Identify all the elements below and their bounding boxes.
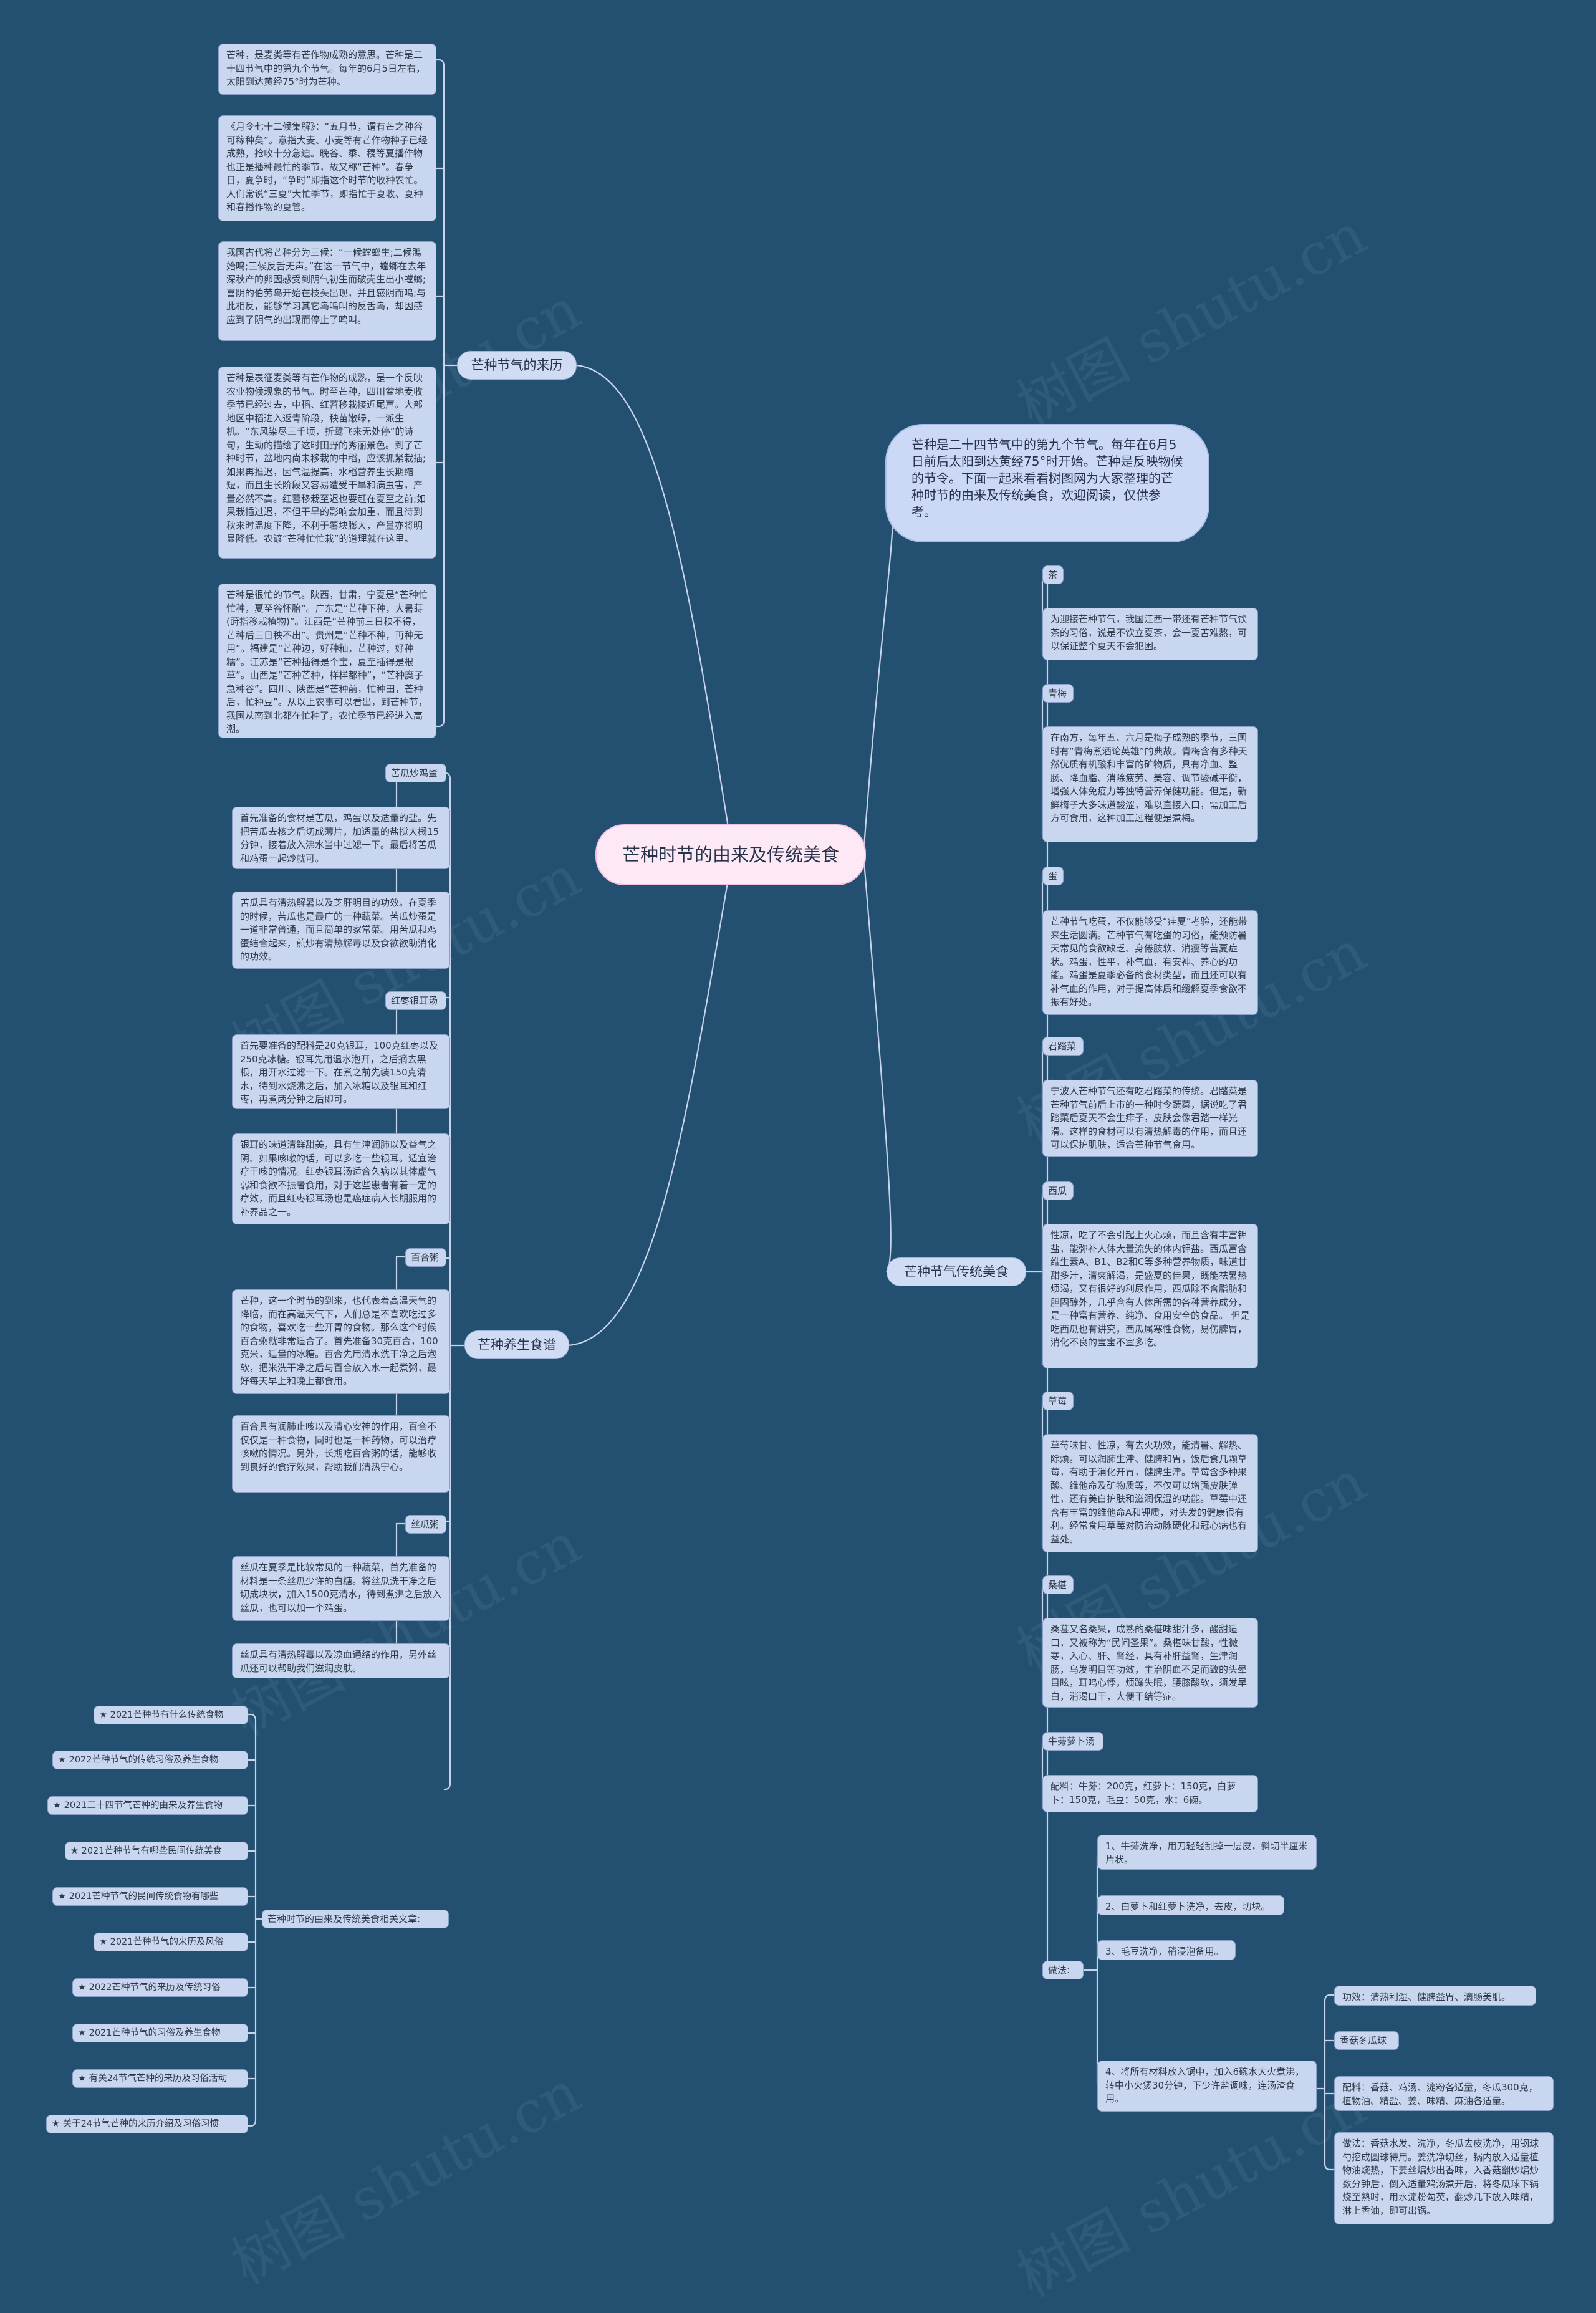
- food-tag[interactable]: 蛋: [1042, 867, 1064, 885]
- root-topic[interactable]: 芒种时节的由来及传统美食: [595, 824, 866, 885]
- related-article-link[interactable]: ★ 2022芒种节气的传统习俗及养生食物: [52, 1751, 248, 1769]
- recipe-tag[interactable]: 丝瓜粥: [405, 1515, 446, 1534]
- origin-paragraph: 芒种，是麦类等有芒作物成熟的意思。芒种是二十四节气中的第九个节气。每年的6月5日…: [218, 44, 436, 95]
- food-paragraph: 为迎接芒种节气，我国江西一带还有芒种节气饮茶的习俗，说是不饮立夏茶，会一夏苦难熬…: [1042, 608, 1258, 660]
- recipe-method-label[interactable]: 做法:: [1042, 1961, 1084, 1979]
- recipe-ingredients: 配料：香菇、鸡汤、淀粉各适量，冬瓜300克，植物油、精盐、姜、味精、麻油各适量。: [1334, 2076, 1554, 2111]
- related-article-link[interactable]: ★ 关于24节气芒种的来历介绍及习俗习惯: [46, 2115, 248, 2133]
- recipe-paragraph: 首先要准备的配料是20克银耳，100克红枣以及250克冰糖。银耳先用温水泡开，之…: [232, 1034, 450, 1109]
- branch-origin[interactable]: 芒种节气的来历: [457, 351, 577, 380]
- origin-paragraph: 我国古代将芒种分为三候：“一候螳螂生;二候鵙始鸣;三候反舌无声。”在这一节气中，…: [218, 241, 436, 341]
- food-paragraph: 桑葚又名桑果，成熟的桑椹味甜汁多，酸甜适口，又被称为“民间圣果”。桑椹味甘酸，性…: [1042, 1618, 1258, 1708]
- food-paragraph: 草莓味甘、性凉，有去火功效，能清暑、解热、除烦。可以润肺生津、健脾和胃，饭后食几…: [1042, 1434, 1258, 1552]
- origin-paragraph: 芒种是表征麦类等有芒作物的成熟，是一个反映农业物候现象的节气。时至芒种，四川盆地…: [218, 367, 436, 559]
- related-article-link[interactable]: ★ 2021芒种节有什么传统食物: [94, 1706, 248, 1724]
- recipe-paragraph: 芒种，这一个时节的到来，也代表着高温天气的降临，而在高温天气下，人们总是不喜欢吃…: [232, 1289, 450, 1394]
- recipe-effect: 功效：清热利湿、健脾益胃、滴肠美肌。: [1334, 1986, 1536, 2006]
- related-articles-label[interactable]: 芒种时节的由来及传统美食相关文章:: [262, 1910, 449, 1928]
- food-tag[interactable]: 西瓜: [1042, 1181, 1074, 1200]
- branch-traditional-food[interactable]: 芒种节气传统美食: [887, 1257, 1026, 1286]
- related-article-link[interactable]: ★ 2021芒种节气的民间传统食物有哪些: [52, 1887, 248, 1906]
- intro-summary[interactable]: 芒种是二十四节气中的第九个节气。每年在6月5日前后太阳到达黄经75°时开始。芒种…: [885, 424, 1209, 542]
- food-tag[interactable]: 桑椹: [1042, 1575, 1074, 1594]
- recipe-ingredients: 配料：牛蒡：200克，红萝卜：150克，白萝卜：150克，毛豆：50克，水：6碗…: [1042, 1775, 1258, 1812]
- related-article-link[interactable]: ★ 2021芒种节气有哪些民间传统美食: [65, 1842, 248, 1860]
- origin-paragraph: 《月令七十二候集解》：“五月节，谓有芒之种谷可稼种矣”。意指大麦、小麦等有芒作物…: [218, 115, 436, 221]
- food-tag[interactable]: 茶: [1042, 565, 1064, 584]
- recipe-step: 2、白萝卜和红萝卜洗净，去皮，切块。: [1097, 1895, 1284, 1915]
- food-tag[interactable]: 草莓: [1042, 1392, 1074, 1410]
- recipe-step: 4、将所有材料放入锅中，加入6碗水大火煮沸，转中小火煲30分钟，下少许盐调味，连…: [1097, 2061, 1317, 2112]
- recipe-paragraph: 苦瓜具有清热解暑以及芝肝明目的功效。在夏季的时候，苦瓜也是最广的一种蔬菜。苦瓜炒…: [232, 892, 450, 969]
- recipe-paragraph: 银耳的味道清鲜甜美，具有生津润肺以及益气之阴、如果咳嗽的话，可以多吃一些银耳。适…: [232, 1133, 450, 1224]
- related-article-link[interactable]: ★ 2022芒种节气的来历及传统习俗: [72, 1978, 248, 1997]
- recipe-tag[interactable]: 红枣银耳汤: [385, 991, 446, 1010]
- recipe-method: 做法：香菇水发、洗净，冬瓜去皮洗净，用钢球勺挖成圆球待用。姜洗净切丝，锅内放入适…: [1334, 2132, 1554, 2224]
- recipe-paragraph: 丝瓜具有清热解毒以及凉血通络的作用，另外丝瓜还可以帮助我们滋润皮肤。: [232, 1643, 450, 1678]
- recipe-tag[interactable]: 香菇冬瓜球: [1334, 2031, 1399, 2050]
- related-article-link[interactable]: ★ 2021芒种节气的习俗及养生食物: [72, 2024, 248, 2042]
- recipe-step: 3、毛豆洗净，稍浸泡备用。: [1097, 1940, 1236, 1960]
- food-tag[interactable]: 君踏菜: [1042, 1037, 1084, 1056]
- food-paragraph: 在南方，每年五、六月是梅子成熟的季节，三国时有“青梅煮酒论英雄”的典故。青梅含有…: [1042, 726, 1258, 842]
- branch-health-recipes[interactable]: 芒种养生食谱: [464, 1330, 569, 1359]
- recipe-step: 1、牛蒡洗净，用刀轻轻刮掉一层皮，斜切半厘米片状。: [1097, 1835, 1317, 1870]
- recipe-tag[interactable]: 苦瓜炒鸡蛋: [385, 764, 446, 782]
- origin-paragraph: 芒种是很忙的节气。陕西，甘肃，宁夏是“芒种忙忙种，夏至谷怀胎”。广东是“芒种下种…: [218, 584, 436, 738]
- recipe-paragraph: 百合具有润肺止咳以及清心安神的作用，百合不仅仅是一种食物，同时也是一种药物，可以…: [232, 1415, 450, 1493]
- food-paragraph: 性凉，吃了不会引起上火心烦，而且含有丰富钾盐，能弥补人体大量流失的体内钾盐。西瓜…: [1042, 1224, 1258, 1368]
- food-tag[interactable]: 青梅: [1042, 684, 1074, 703]
- recipe-tag[interactable]: 百合粥: [405, 1248, 446, 1267]
- food-tag[interactable]: 牛蒡萝卜汤: [1042, 1732, 1103, 1751]
- food-paragraph: 宁波人芒种节气还有吃君踏菜的传统。君踏菜是芒种节气前后上市的一种时令蔬菜，据说吃…: [1042, 1080, 1258, 1157]
- related-article-link[interactable]: ★ 有关24节气芒种的来历及习俗活动: [72, 2069, 248, 2088]
- related-article-link[interactable]: ★ 2021芒种节气的来历及风俗: [94, 1933, 248, 1951]
- food-paragraph: 芒种节气吃蛋，不仅能够受“疰夏”考验，还能带来生活圆满。芒种节气有吃蛋的习俗，能…: [1042, 910, 1258, 1015]
- recipe-paragraph: 首先准备的食材是苦瓜，鸡蛋以及适量的盐。先把苦瓜去核之后切成薄片，加适量的盐搅大…: [232, 807, 450, 869]
- related-article-link[interactable]: ★ 2021二十四节气芒种的由来及养生食物: [47, 1796, 248, 1815]
- recipe-paragraph: 丝瓜在夏季是比较常见的一种蔬菜，首先准备的材料是一条丝瓜少许的白糖。将丝瓜洗干净…: [232, 1556, 450, 1621]
